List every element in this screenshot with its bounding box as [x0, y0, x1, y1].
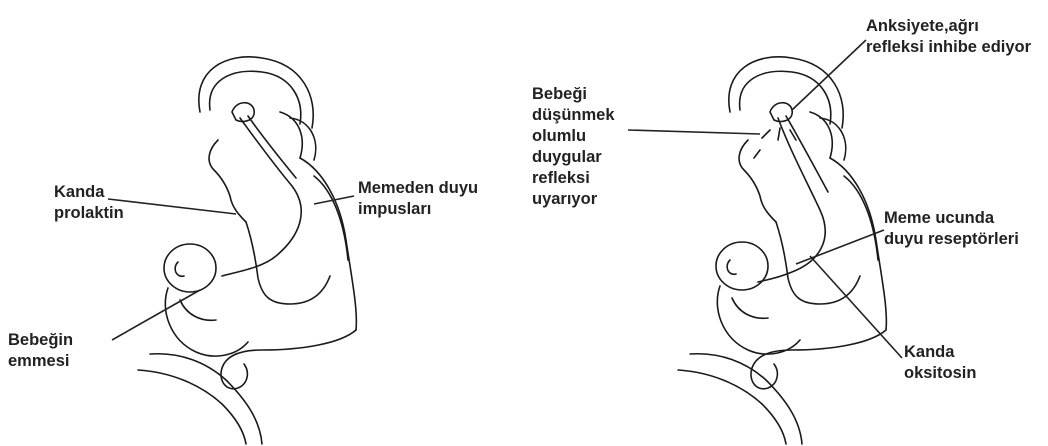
mother-hair [280, 112, 316, 160]
label-anxiety-pain-line2: refleksi inhibe ediyor [866, 37, 1031, 58]
baby-head [716, 242, 768, 290]
baby-head [164, 244, 216, 292]
label-suckling-line1: Bebeğin [8, 330, 73, 351]
pituitary [770, 103, 792, 122]
nerve-pathway-return [248, 116, 296, 178]
leader-suckling [112, 290, 200, 340]
baby-ear [727, 260, 736, 274]
nerve-pathway [222, 118, 301, 276]
brain-outline [199, 57, 313, 128]
mother-back [300, 158, 356, 330]
label-positive-thoughts-line1: Bebeği [532, 84, 615, 105]
label-prolactin-line2: prolaktin [54, 203, 124, 224]
label-prolactin: Kanda prolaktin [54, 182, 124, 224]
label-nipple-receptors-line2: duyu reseptörleri [884, 229, 1019, 250]
mother-leg [678, 370, 786, 444]
baby-ear [175, 262, 184, 276]
brain-inner-arc [210, 71, 301, 124]
mother-shoulder [844, 176, 878, 260]
label-sensory-impulses-line1: Memeden duyu [358, 178, 478, 199]
mother-shoulder [314, 176, 348, 260]
mother-arm [752, 330, 886, 368]
brain-inner-arc [740, 71, 831, 124]
label-positive-thoughts-line3: olumlu [532, 126, 615, 147]
label-suckling: Bebeğin emmesi [8, 330, 73, 372]
mother-hand [751, 364, 777, 389]
mother-front [246, 222, 330, 304]
baby-body [717, 286, 800, 354]
hormone-rays [754, 128, 796, 158]
label-positive-thoughts-line5: refleksi [532, 168, 615, 189]
mother-back [830, 158, 886, 330]
figure-oxytocin-reflex [678, 57, 886, 444]
mother-front [776, 222, 860, 304]
label-anxiety-pain-line1: Anksiyete,ağrı [866, 16, 1031, 37]
leader-prolactin [108, 199, 236, 214]
label-positive-thoughts-line4: duygular [532, 147, 615, 168]
mother-hand [221, 364, 247, 389]
mother-hair [810, 112, 846, 160]
label-sensory-impulses: Memeden duyu impusları [358, 178, 478, 220]
mother-lap [690, 354, 802, 444]
nerve-pathway-return [786, 116, 828, 192]
leader-nipple-receptors [796, 230, 884, 264]
label-positive-thoughts-line2: düşünmek [532, 105, 615, 126]
figure-prolactin-reflex [138, 57, 356, 444]
leader-lines [108, 40, 902, 358]
baby-arm [732, 298, 768, 318]
mother-arm [222, 330, 356, 368]
label-nipple-receptors-line1: Meme ucunda [884, 208, 1019, 229]
mother-face [209, 140, 246, 222]
label-anxiety-pain: Anksiyete,ağrı refleksi inhibe ediyor [866, 16, 1031, 58]
label-suckling-line2: emmesi [8, 351, 73, 372]
label-nipple-receptors: Meme ucunda duyu reseptörleri [884, 208, 1019, 250]
label-positive-thoughts-line6: uyarıyor [532, 189, 615, 210]
label-prolactin-line1: Kanda [54, 182, 124, 203]
baby-arm [180, 300, 216, 320]
label-sensory-impulses-line2: impusları [358, 199, 478, 220]
label-positive-thoughts: Bebeği düşünmek olumlu duygular refleksi… [532, 84, 615, 210]
label-oxytocin-line1: Kanda [904, 342, 976, 363]
label-oxytocin-line2: oksitosin [904, 363, 976, 384]
mother-leg [138, 370, 246, 444]
label-oxytocin: Kanda oksitosin [904, 342, 976, 384]
leader-positive-thoughts [628, 130, 760, 134]
baby-body [165, 288, 248, 356]
